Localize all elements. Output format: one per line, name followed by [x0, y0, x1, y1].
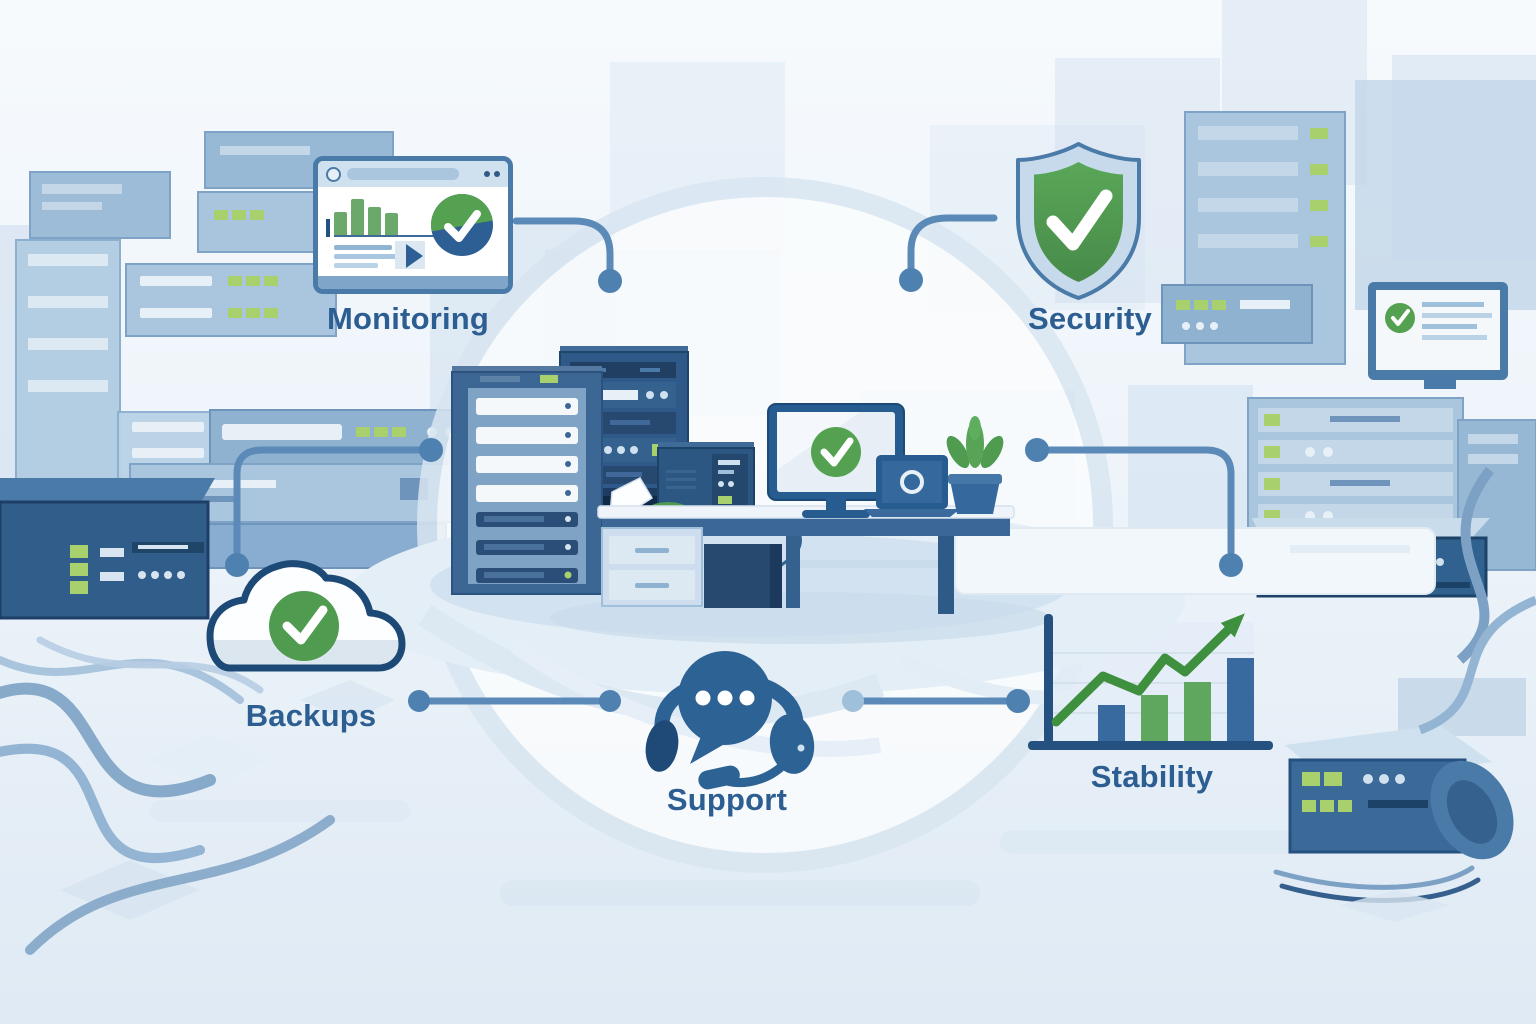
stability-growth-chart-icon — [1028, 600, 1273, 752]
backups-cloud-icon — [198, 552, 410, 684]
monitoring-bar — [334, 212, 347, 235]
stability-bar — [1227, 658, 1254, 741]
security-label: Security — [1028, 301, 1152, 336]
y-axis — [1044, 614, 1053, 744]
browser-menu-dots-icon — [484, 171, 500, 177]
stability-bar — [1184, 682, 1211, 741]
potted-plant — [946, 416, 1004, 514]
connector-lines — [225, 214, 1243, 713]
status-check-icon — [431, 194, 493, 256]
connector-stability — [1033, 446, 1235, 556]
background-monitor-with-check — [1368, 282, 1508, 389]
cable-tangle — [0, 636, 395, 955]
stability-bars — [1052, 621, 1254, 741]
browser-home-icon — [326, 166, 341, 182]
security-shield-icon — [1006, 140, 1151, 302]
connector-security — [907, 214, 998, 272]
drawer-unit — [601, 527, 703, 607]
x-axis — [1028, 741, 1273, 750]
support-headset-icon — [640, 636, 820, 794]
bottom-right-devices — [1273, 466, 1536, 922]
monitoring-bar — [368, 207, 381, 235]
desktop-monitor-with-check — [767, 403, 905, 518]
connector-backups — [233, 446, 435, 556]
center-scene — [451, 346, 1436, 644]
backups-label: Backups — [245, 698, 377, 733]
play-cursor-icon — [406, 244, 423, 268]
stability-bar — [1098, 705, 1125, 741]
stability-label: Stability — [1090, 759, 1214, 794]
laptop — [864, 455, 960, 517]
monitoring-bars — [326, 189, 434, 237]
monitoring-bar — [385, 213, 398, 235]
monitoring-dashboard-icon — [313, 156, 513, 294]
monitoring-label: Monitoring — [326, 301, 490, 336]
dashboard-content — [318, 187, 508, 273]
support-label: Support — [666, 782, 788, 817]
stability-bar — [1141, 695, 1168, 741]
address-bar — [347, 168, 459, 180]
server-rack — [451, 366, 603, 595]
stability-trend — [1051, 613, 1245, 727]
dashboard-text-lines — [334, 245, 412, 268]
window-footer-bar — [318, 276, 508, 289]
connector-monitoring — [512, 217, 614, 274]
monitoring-bar — [351, 199, 364, 235]
browser-toolbar — [318, 161, 508, 187]
stability-trend-line — [1051, 613, 1245, 727]
